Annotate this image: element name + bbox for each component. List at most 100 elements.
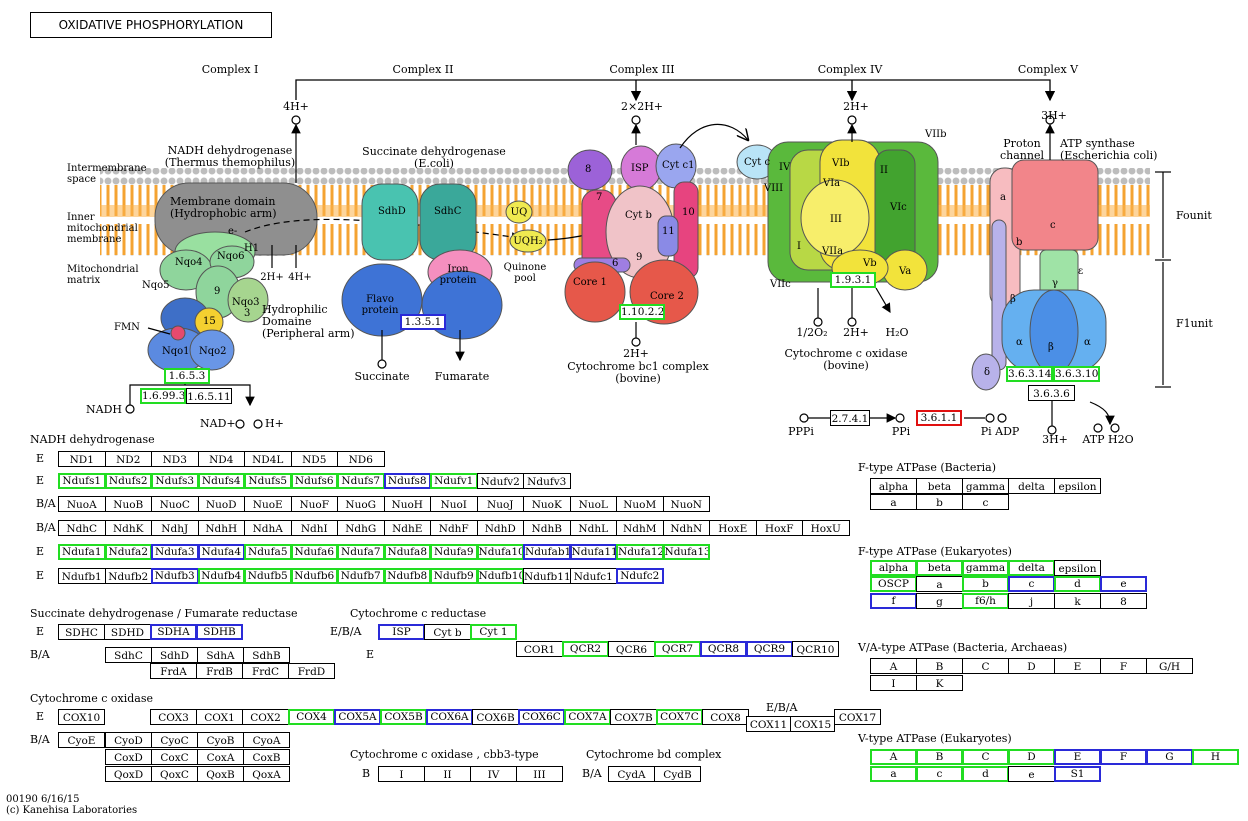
gene-box[interactable]: a: [870, 494, 917, 510]
gene-box[interactable]: gamma: [962, 560, 1009, 576]
gene-box[interactable]: G/H: [1146, 658, 1193, 674]
gene-box[interactable]: beta: [916, 560, 963, 576]
gene-box[interactable]: delta: [1008, 478, 1055, 494]
gene-box[interactable]: COX4: [288, 709, 335, 725]
gene-box[interactable]: f6/h: [962, 593, 1009, 609]
gene-box[interactable]: NuoC: [151, 496, 199, 512]
gene-box[interactable]: j: [1008, 593, 1055, 609]
gene-box[interactable]: COX6A: [426, 709, 473, 725]
gene-box[interactable]: Ndufab1: [523, 544, 571, 560]
gene-box[interactable]: HoxU: [802, 520, 850, 536]
gene-box[interactable]: SdhA: [197, 647, 244, 663]
ec-box[interactable]: 1.6.99.3: [140, 388, 186, 404]
gene-box[interactable]: ND3: [151, 451, 199, 467]
gene-box[interactable]: NdhA: [244, 520, 292, 536]
gene-box[interactable]: NdhH: [197, 520, 245, 536]
gene-box[interactable]: c: [1008, 576, 1055, 592]
gene-box[interactable]: E: [1054, 749, 1101, 765]
gene-box[interactable]: NuoE: [244, 496, 292, 512]
gene-box[interactable]: NdhL: [569, 520, 617, 536]
gene-box[interactable]: k: [1054, 593, 1101, 609]
gene-box[interactable]: SDHB: [196, 624, 243, 640]
gene-box[interactable]: Ndufb4: [197, 568, 245, 584]
gene-box[interactable]: Ndufb9: [430, 568, 478, 584]
gene-box[interactable]: CyoD: [105, 732, 152, 748]
gene-box[interactable]: ND4: [197, 451, 245, 467]
gene-box[interactable]: alpha: [870, 560, 917, 576]
gene-box[interactable]: Ndufa6: [290, 544, 338, 560]
gene-box[interactable]: Ndufb11: [523, 568, 571, 584]
gene-box[interactable]: Ndufa4: [197, 544, 245, 560]
gene-box[interactable]: C: [962, 658, 1009, 674]
ec-box[interactable]: 1.9.3.1: [830, 272, 876, 288]
gene-box[interactable]: SDHD: [104, 624, 151, 640]
gene-box[interactable]: K: [916, 675, 963, 691]
gene-box[interactable]: NuoH: [383, 496, 431, 512]
gene-box[interactable]: FrdB: [196, 663, 243, 679]
gene-box[interactable]: I: [378, 766, 425, 782]
gene-box[interactable]: COX1: [196, 709, 243, 725]
gene-box[interactable]: C: [962, 749, 1009, 765]
gene-box[interactable]: Ndufc1: [569, 568, 617, 584]
gene-box[interactable]: SDHC: [58, 624, 105, 640]
gene-box[interactable]: COX3: [150, 709, 197, 725]
gene-box[interactable]: c: [916, 766, 963, 782]
gene-box[interactable]: NuoM: [616, 496, 664, 512]
gene-box[interactable]: epsilon: [1054, 560, 1101, 576]
gene-box[interactable]: Ndufa12: [616, 544, 664, 560]
gene-box[interactable]: a: [916, 576, 963, 592]
gene-box[interactable]: Cyt b: [424, 624, 471, 640]
gene-box[interactable]: CydB: [654, 766, 701, 782]
gene-box[interactable]: COX15: [790, 716, 835, 732]
gene-box[interactable]: ISP: [378, 624, 425, 640]
gene-box[interactable]: IV: [470, 766, 517, 782]
gene-box[interactable]: B: [916, 658, 963, 674]
gene-box[interactable]: NdhF: [430, 520, 478, 536]
gene-box[interactable]: SdhC: [105, 647, 152, 663]
ec-box[interactable]: 2.7.4.1: [830, 410, 870, 426]
gene-box[interactable]: QCR2: [562, 641, 609, 657]
gene-box[interactable]: Ndufs1: [58, 473, 106, 489]
gene-box[interactable]: Ndufb1: [58, 568, 106, 584]
gene-box[interactable]: G: [1146, 749, 1193, 765]
gene-box[interactable]: QCR10: [792, 641, 839, 657]
gene-box[interactable]: Ndufs8: [383, 473, 431, 489]
gene-box[interactable]: Ndufa9: [430, 544, 478, 560]
gene-box[interactable]: FrdD: [288, 663, 335, 679]
gene-box[interactable]: SdhB: [243, 647, 290, 663]
gene-box[interactable]: COR1: [516, 641, 563, 657]
gene-box[interactable]: Ndufs6: [290, 473, 338, 489]
gene-box[interactable]: S1: [1054, 766, 1101, 782]
gene-box[interactable]: NuoB: [104, 496, 152, 512]
gene-box[interactable]: Ndufb10: [476, 568, 524, 584]
gene-box[interactable]: QoxA: [243, 766, 290, 782]
gene-box[interactable]: beta: [916, 478, 963, 494]
gene-box[interactable]: QoxC: [151, 766, 198, 782]
gene-box[interactable]: NdhK: [104, 520, 152, 536]
gene-box[interactable]: NdhJ: [151, 520, 199, 536]
gene-box[interactable]: e: [1100, 576, 1147, 592]
gene-box[interactable]: NuoF: [290, 496, 338, 512]
gene-box[interactable]: gamma: [962, 478, 1009, 494]
gene-box[interactable]: NuoN: [662, 496, 710, 512]
gene-box[interactable]: III: [516, 766, 563, 782]
gene-box[interactable]: a: [870, 766, 917, 782]
gene-box[interactable]: Ndufs2: [104, 473, 152, 489]
gene-box[interactable]: COX8: [702, 709, 749, 725]
gene-box[interactable]: B: [916, 749, 963, 765]
gene-box[interactable]: NuoD: [197, 496, 245, 512]
gene-box[interactable]: Cyt 1: [470, 624, 517, 640]
gene-box[interactable]: QCR8: [700, 641, 747, 657]
gene-box[interactable]: COX10: [58, 709, 105, 725]
gene-box[interactable]: b: [962, 576, 1009, 592]
gene-box[interactable]: COX11: [746, 716, 791, 732]
ec-box[interactable]: 3.6.3.6: [1028, 385, 1075, 401]
gene-box[interactable]: HoxE: [709, 520, 757, 536]
ec-box[interactable]: 3.6.3.10: [1053, 366, 1100, 382]
gene-box[interactable]: CoxD: [105, 749, 152, 765]
gene-box[interactable]: H: [1192, 749, 1239, 765]
gene-box[interactable]: F: [1100, 658, 1147, 674]
gene-box[interactable]: d: [1054, 576, 1101, 592]
gene-box[interactable]: NuoA: [58, 496, 106, 512]
gene-box[interactable]: alpha: [870, 478, 917, 494]
